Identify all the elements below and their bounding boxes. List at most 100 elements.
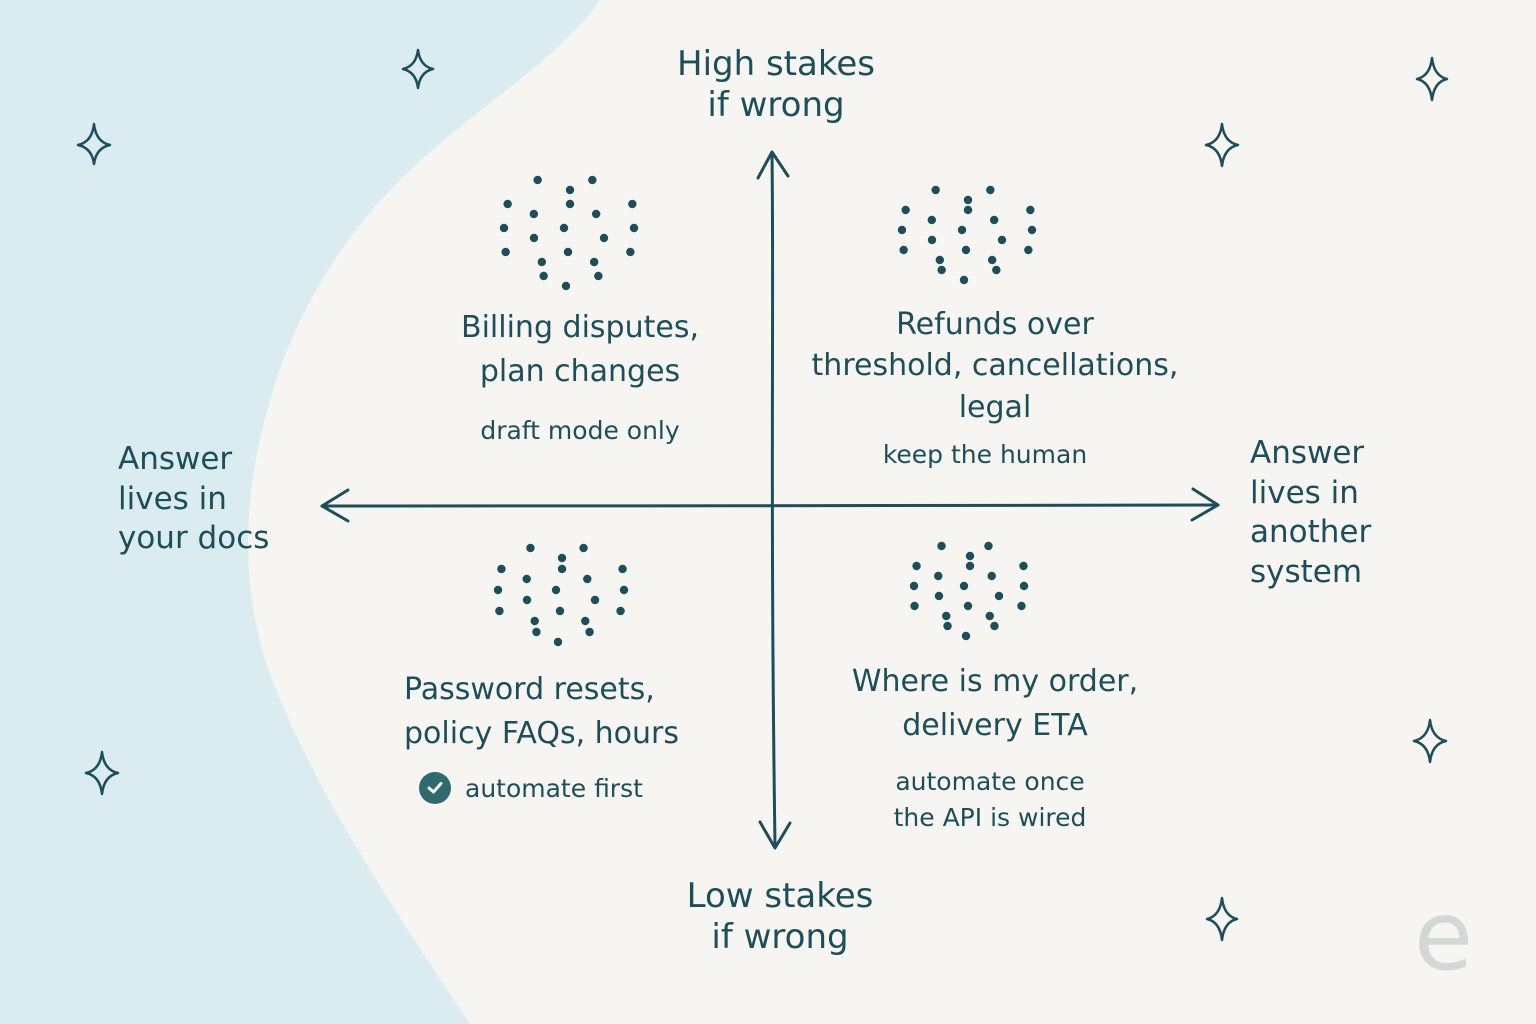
quadrant-top-left-note: draft mode only: [480, 416, 680, 445]
dot: [937, 541, 946, 551]
dot: [561, 281, 571, 291]
sparkle-icon: [76, 122, 112, 166]
dot-cluster-icon: [499, 175, 639, 291]
dot: [588, 175, 597, 185]
dot: [965, 551, 975, 561]
horizontal-axis: [320, 487, 1220, 523]
dot: [910, 601, 919, 611]
dot: [901, 205, 910, 215]
dot: [931, 185, 940, 195]
dot: [935, 255, 945, 265]
dot: [629, 223, 639, 233]
dot: [984, 541, 993, 551]
dot: [992, 265, 1001, 275]
dot: [1024, 245, 1033, 255]
dot: [499, 223, 509, 233]
sparkle-icon: [1204, 122, 1240, 168]
check-circle-icon: [419, 772, 451, 804]
dot-cluster-icon: [897, 185, 1037, 285]
sparkle-icon: [401, 48, 435, 90]
dot: [909, 581, 919, 591]
dot: [989, 215, 999, 225]
dot: [912, 561, 921, 571]
dot: [985, 611, 994, 621]
dot: [529, 209, 539, 219]
dot: [501, 247, 510, 257]
dot: [557, 564, 567, 574]
dot: [585, 627, 594, 637]
dot: [899, 245, 908, 255]
dot: [590, 595, 600, 605]
dot: [927, 215, 937, 225]
dot: [583, 574, 592, 584]
dot-cluster-icon: [909, 541, 1029, 641]
dot: [526, 543, 535, 553]
dot: [987, 571, 996, 581]
dot: [594, 271, 603, 281]
dot: [563, 247, 573, 257]
dot: [959, 581, 969, 591]
dot: [986, 185, 995, 195]
dot: [618, 564, 627, 574]
sparkle-icon: [1205, 896, 1239, 942]
automate-first-row: automate first: [419, 772, 643, 804]
dot: [493, 585, 503, 595]
axis-label-bottom: Low stakes if wrong: [686, 876, 874, 957]
sparkle-icon: [1415, 56, 1449, 102]
dot: [997, 235, 1007, 245]
quadrant-top-right-note: keep the human: [882, 440, 1088, 469]
dot: [530, 616, 539, 626]
vertical-axis: [756, 150, 792, 850]
quadrant-bottom-left-note: automate first: [465, 773, 643, 803]
dot: [537, 257, 547, 267]
dot: [961, 245, 971, 255]
dot: [551, 585, 561, 595]
sparkle-icon: [84, 750, 120, 796]
dot: [990, 621, 999, 631]
dot: [565, 185, 575, 195]
axis-label-left: Answer lives in your docs: [118, 441, 270, 557]
axis-label-right: Answer lives in another system: [1250, 435, 1372, 591]
dot: [934, 571, 943, 581]
dot: [626, 247, 635, 257]
dot: [533, 175, 542, 185]
dot: [522, 595, 532, 605]
quadrant-top-left-title: Billing disputes, plan changes: [461, 310, 699, 389]
dot: [963, 205, 973, 215]
dot: [503, 199, 512, 209]
dot: [591, 209, 601, 219]
quadrant-top-right-title: Refunds over threshold, cancellations, l…: [811, 307, 1179, 425]
dot: [581, 616, 590, 626]
dot: [965, 561, 975, 571]
dot: [927, 235, 937, 245]
dot: [957, 225, 967, 235]
dot: [1019, 581, 1029, 591]
dot: [555, 606, 565, 616]
dot: [589, 257, 599, 267]
dot: [987, 255, 997, 265]
dot: [497, 564, 506, 574]
dot-cluster-icon: [493, 543, 629, 647]
dot: [529, 233, 539, 243]
dot: [532, 627, 541, 637]
dot: [522, 574, 531, 584]
dot: [539, 271, 548, 281]
dot: [553, 637, 563, 647]
dot: [1027, 225, 1037, 235]
dot: [942, 611, 951, 621]
quadrant-bottom-right-note: automate once the API is wired: [893, 767, 1087, 833]
dot: [961, 631, 971, 641]
dot: [897, 225, 907, 235]
axis-label-top: High stakes if wrong: [677, 44, 875, 125]
background-wave: [0, 0, 600, 1024]
dot: [599, 233, 609, 243]
dot: [495, 606, 504, 616]
dot: [934, 591, 944, 601]
logo-e-icon: e: [1414, 880, 1474, 992]
dot: [994, 591, 1004, 601]
dot: [619, 585, 629, 595]
dot: [616, 606, 625, 616]
quadrant-bottom-right-title: Where is my order, delivery ETA: [851, 664, 1139, 743]
